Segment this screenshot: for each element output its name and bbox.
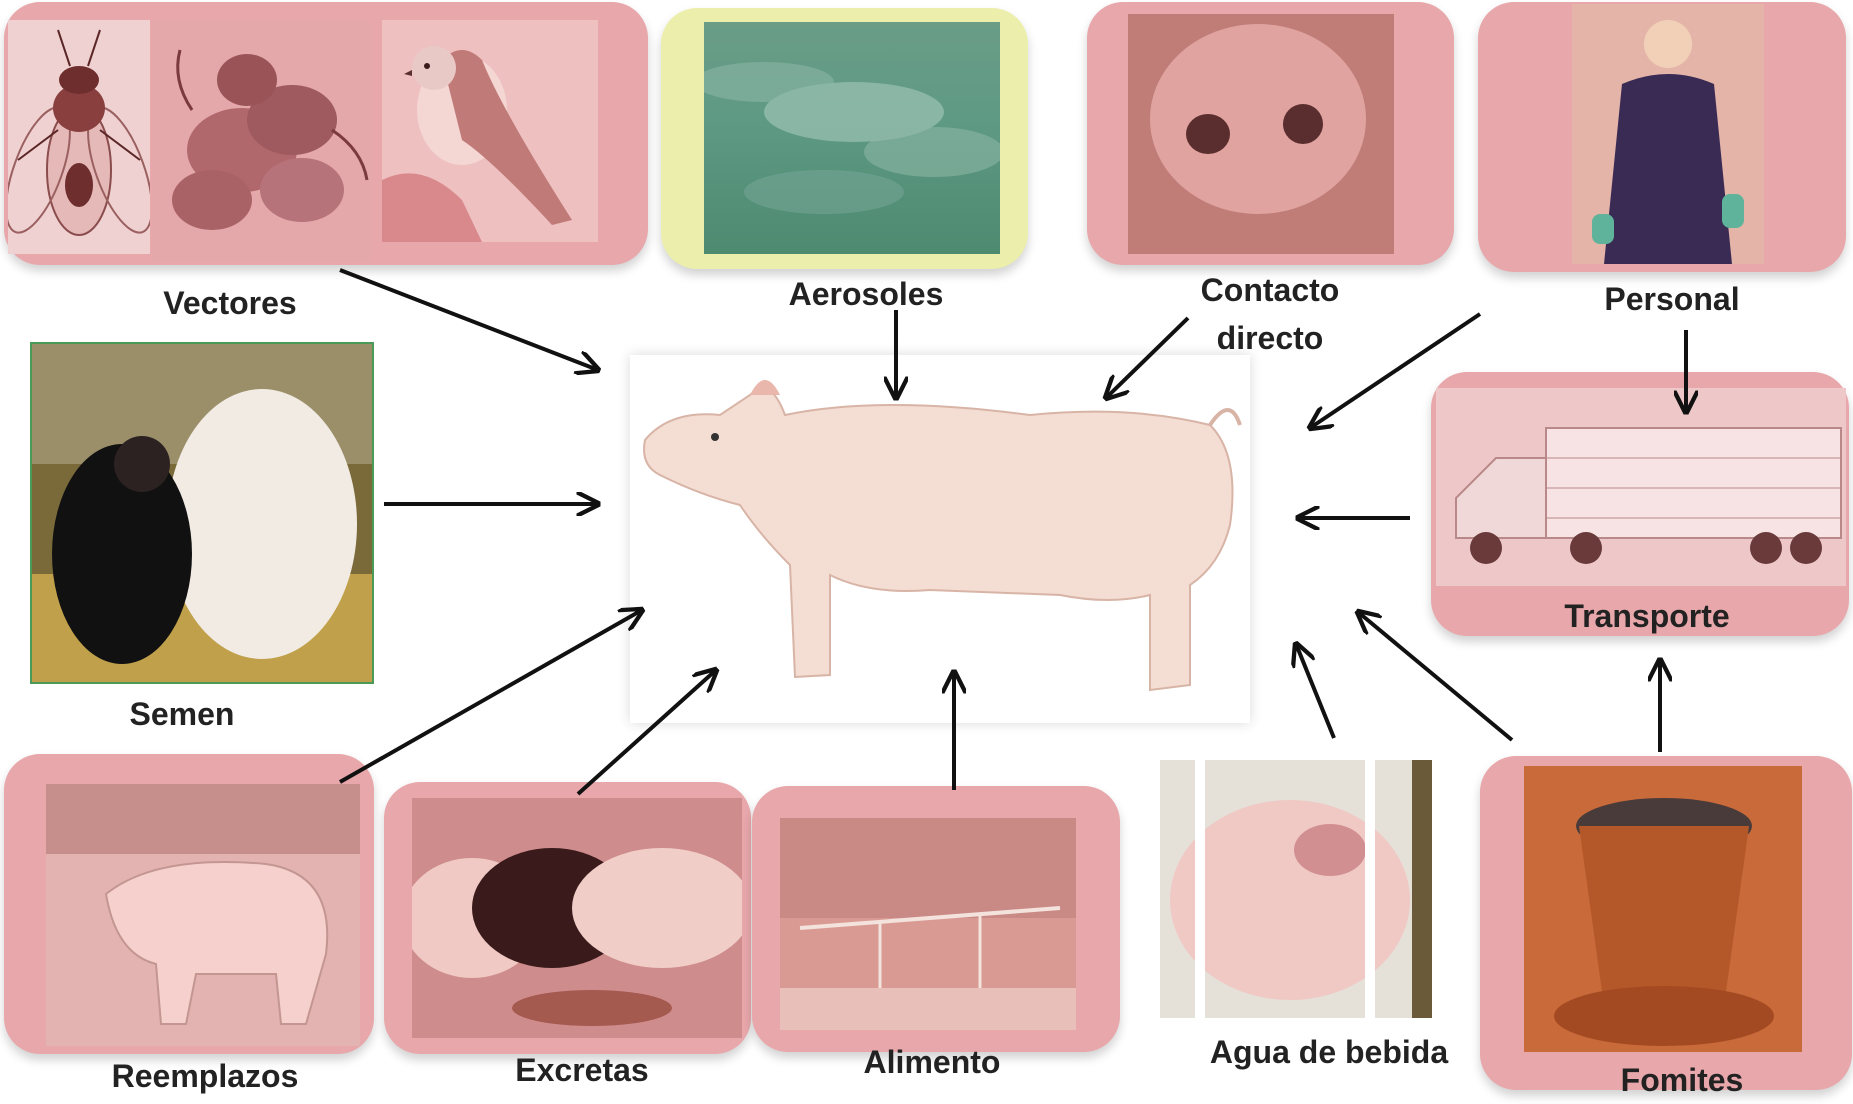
label-personal: Personal [1572,275,1772,323]
label-vectores: Vectores [130,279,330,327]
label-agua: Agua de bebida [1184,1028,1474,1076]
arrow-excretas [578,670,716,794]
arrow-reemplazos [340,610,642,782]
label-semen: Semen [82,690,282,738]
label-aerosoles: Aerosoles [766,270,966,318]
label-contacto-line2: directo [1170,314,1370,362]
arrow-agua [1296,644,1334,738]
label-reemplazos: Reemplazos [80,1052,330,1100]
label-transporte: Transporte [1532,592,1762,640]
label-contacto-line1: Contacto [1170,266,1370,314]
arrow-vectores [340,270,598,370]
arrow-fomites-pig [1358,612,1512,740]
label-fomites: Fomites [1582,1056,1782,1104]
label-excretas: Excretas [482,1046,682,1094]
label-alimento: Alimento [832,1038,1032,1086]
